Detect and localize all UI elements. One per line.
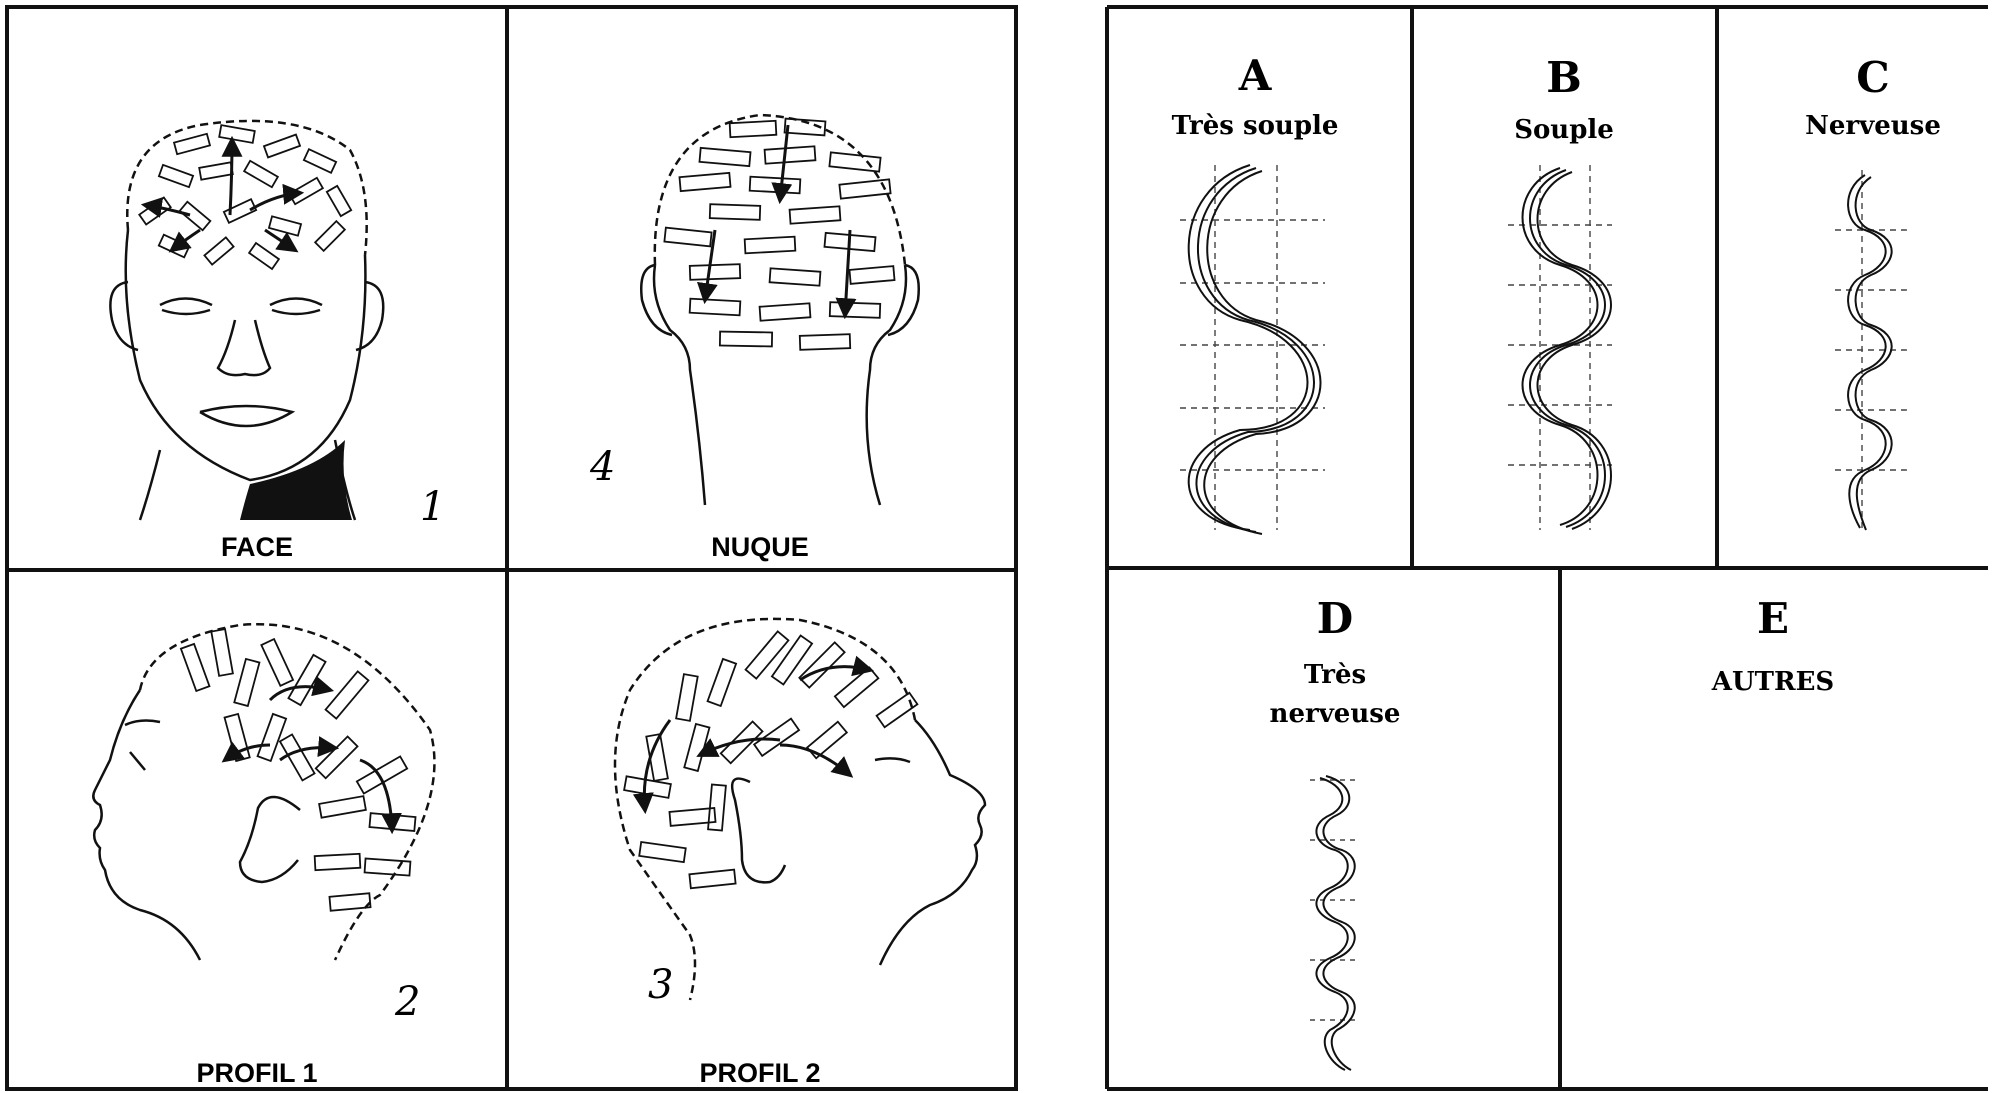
profil2-hair-sections	[624, 631, 917, 888]
wave-e-letter: E	[1757, 594, 1789, 643]
wave-a-title: Très souple	[1172, 111, 1339, 141]
cell-number-profil2: 3	[648, 962, 673, 1008]
cell-number-profil1: 2	[394, 979, 420, 1025]
cell-number-nuque: 4	[589, 444, 615, 490]
wave-b-letter: B	[1546, 53, 1582, 102]
face-hair-sections	[139, 125, 351, 269]
wave-c-letter: C	[1856, 53, 1889, 102]
wave-e-title: AUTRES	[1711, 667, 1834, 697]
wave-d-title-line2: nerveuse	[1270, 699, 1401, 729]
nuque-direction-arrows	[705, 125, 850, 315]
cell-number-face: 1	[420, 484, 445, 530]
profil1-direction-arrows	[225, 687, 392, 830]
cell-label-face: FACE	[221, 532, 293, 562]
wave-d-curve	[1316, 776, 1354, 1070]
wave-b-title: Souple	[1514, 115, 1614, 145]
wave-c-title: Nerveuse	[1805, 111, 1941, 141]
wave-a-curve	[1189, 165, 1321, 534]
wave-c-curve	[1848, 175, 1892, 530]
wave-d-letter: D	[1317, 594, 1353, 643]
profil1-head-drawing	[93, 624, 434, 960]
wave-b-curve	[1523, 168, 1612, 529]
wave-a-letter: A	[1238, 51, 1273, 100]
cell-label-profil1: PROFIL 1	[196, 1058, 317, 1088]
cell-label-nuque: NUQUE	[711, 532, 809, 562]
wave-c-grid	[1835, 170, 1910, 530]
face-direction-arrows	[145, 140, 300, 250]
profil2-direction-arrows	[644, 667, 870, 810]
profil1-hair-sections	[181, 629, 416, 911]
nuque-head-drawing	[641, 115, 919, 505]
wave-d-title-line1: Très	[1304, 660, 1366, 690]
cell-label-profil2: PROFIL 2	[699, 1058, 820, 1088]
